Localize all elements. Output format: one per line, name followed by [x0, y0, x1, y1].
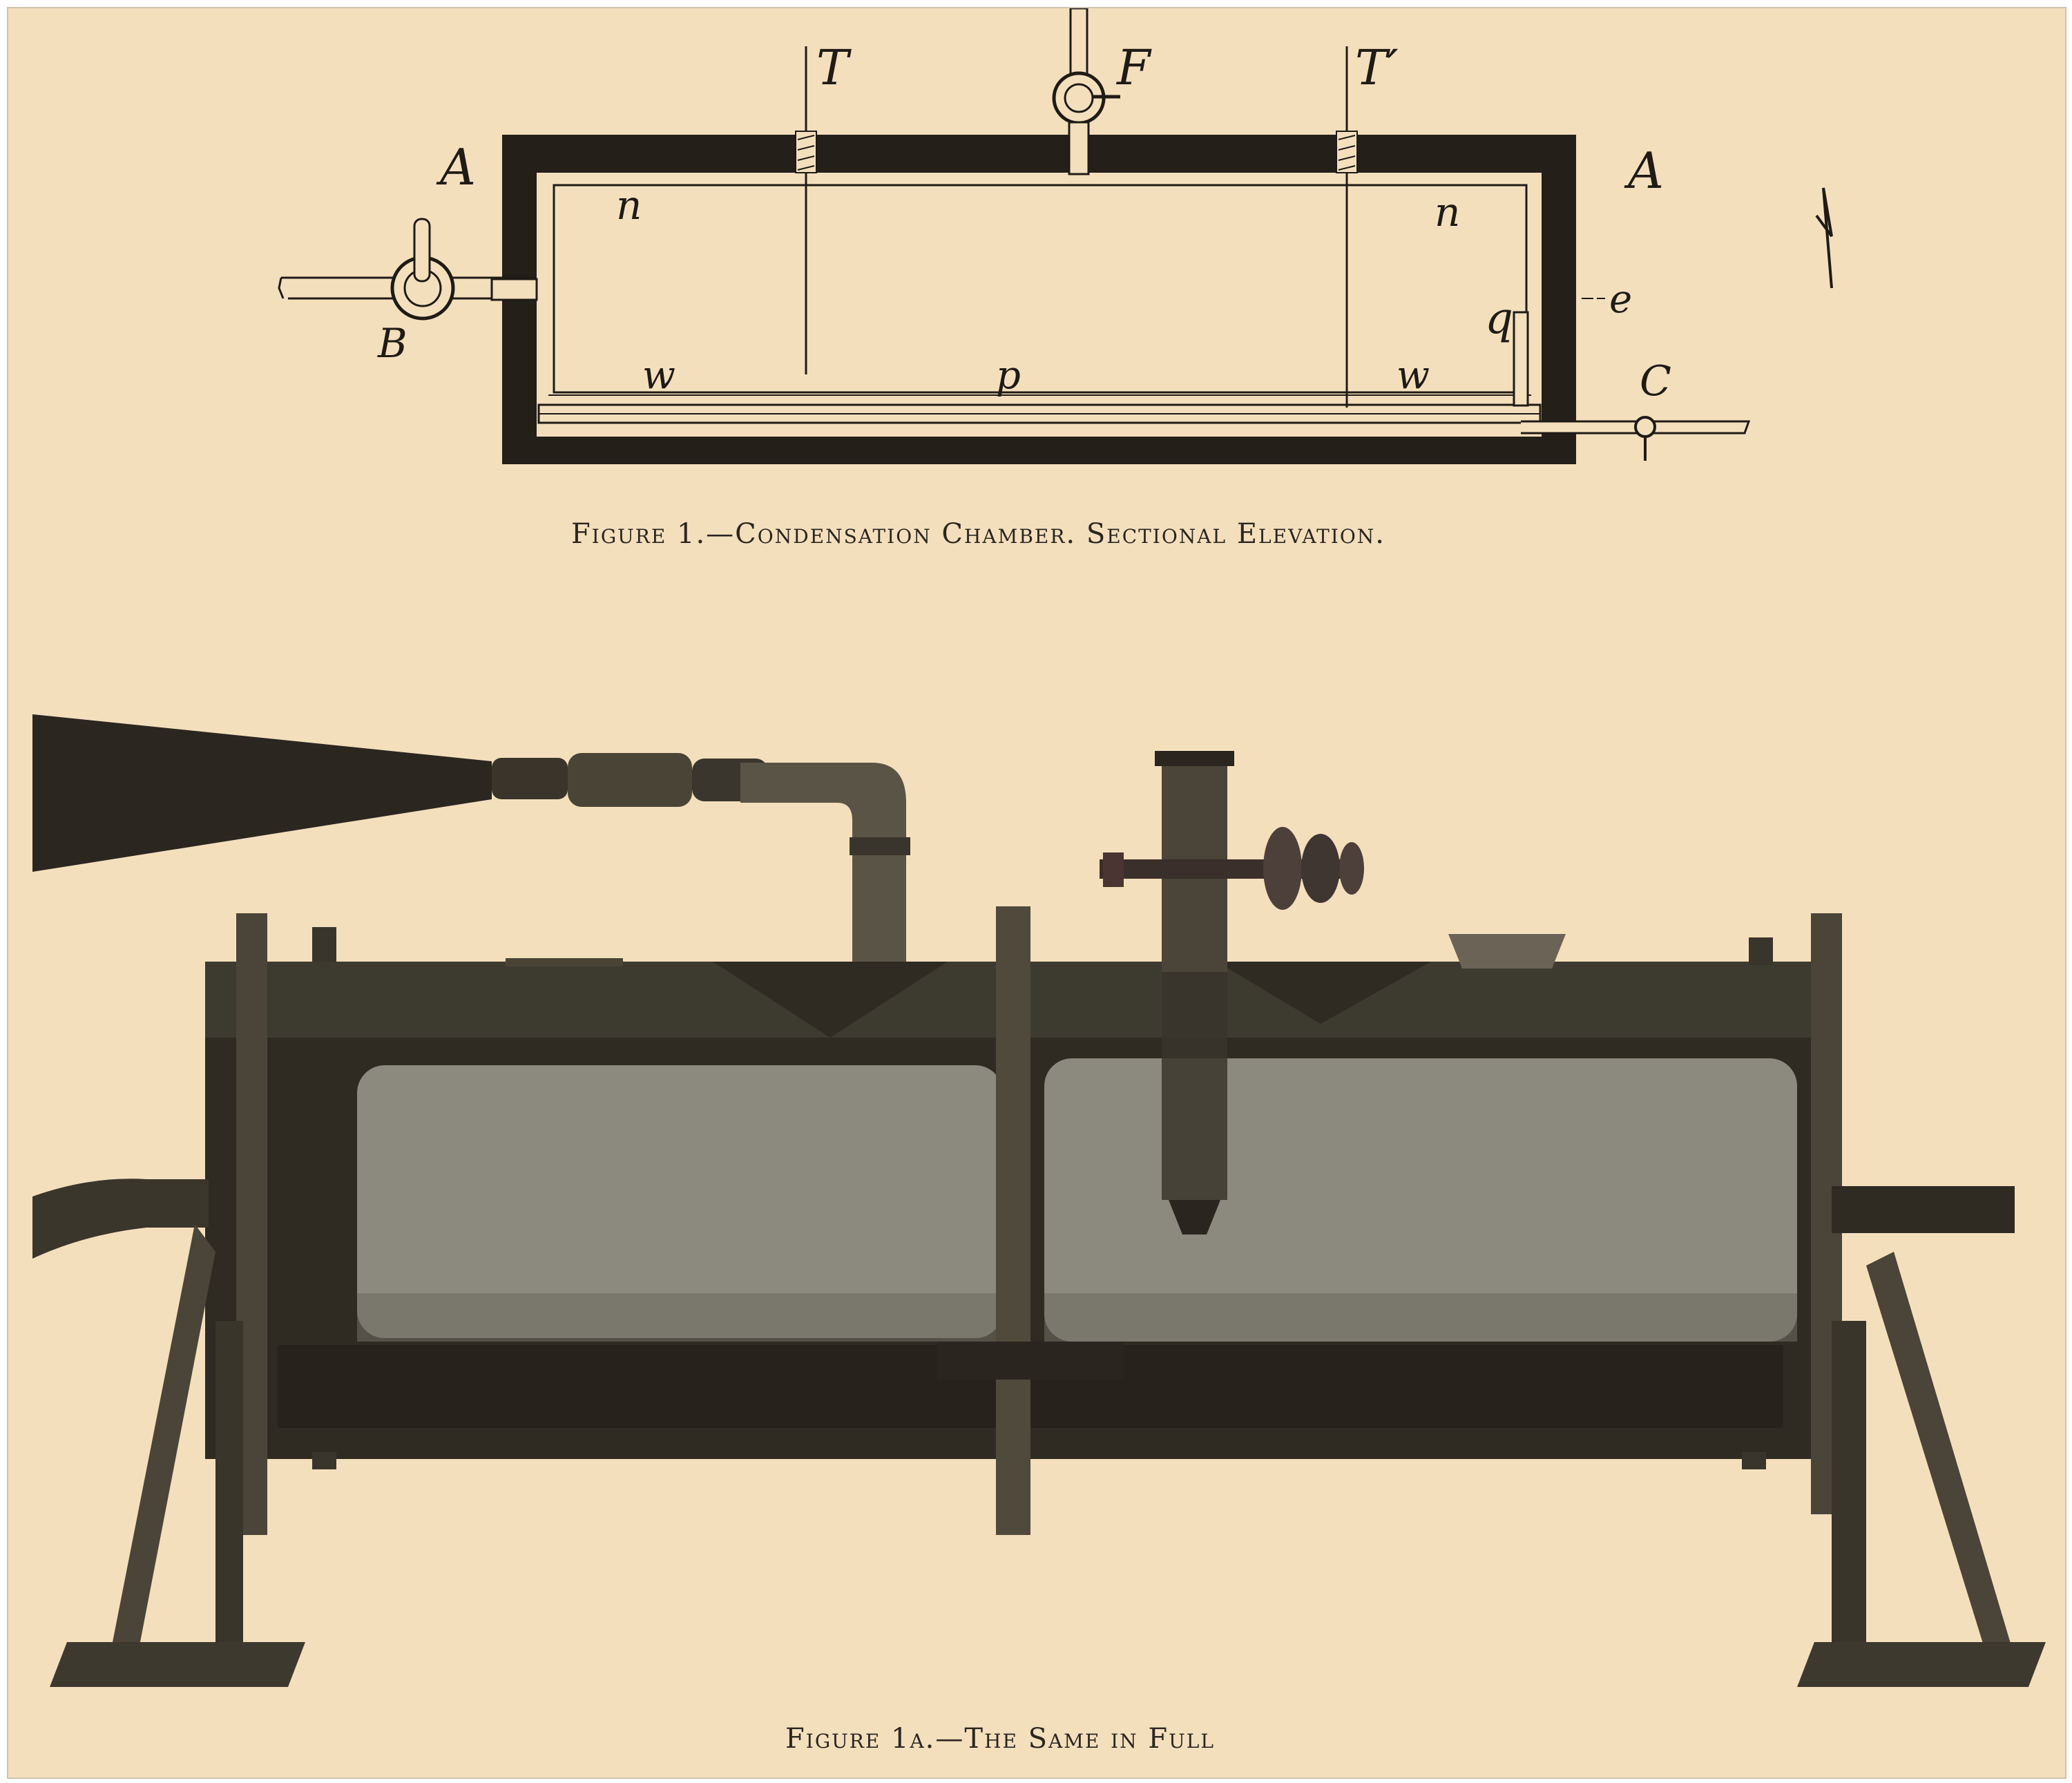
label-t-prime: T′: [1355, 39, 1399, 96]
figure-1a-apparatus: [32, 714, 2046, 1687]
label-a-left: A: [436, 138, 476, 196]
label-q: q: [1485, 293, 1513, 344]
label-b: B: [377, 320, 407, 367]
figure-1-sectional-elevation: [278, 8, 1833, 464]
tube-q: [1513, 311, 1529, 407]
label-n-right: n: [1435, 189, 1460, 236]
inner-lining: [547, 180, 1533, 409]
chamber-wall: [502, 135, 1576, 464]
glass-window-right: [1044, 1058, 1797, 1342]
figure-1-caption: Figure 1.—Condensation Chamber. Sectiona…: [571, 518, 1385, 550]
label-w-right: w: [1397, 353, 1430, 398]
label-e: e: [1609, 277, 1632, 322]
label-p: p: [996, 353, 1021, 398]
valve-f: [1052, 8, 1120, 175]
label-a-right: A: [1624, 142, 1664, 200]
label-t: T: [816, 39, 852, 96]
intake-hose: [32, 714, 492, 872]
figure-artwork: T F T′ A A n n B e q C w w p 1: [32, 8, 2046, 1687]
glass-window-left: [357, 1065, 1003, 1338]
valve-b-inlet: [278, 218, 538, 321]
right-stand: [1797, 1252, 2046, 1687]
figure-1a-caption: Figure 1a.—The Same in Full: [785, 1723, 1215, 1755]
left-outlet-hose: [32, 1179, 209, 1259]
margin-mark-stroke: [1815, 187, 1833, 289]
left-stand: [50, 1224, 305, 1687]
stopcock-c-outlet: [1521, 416, 1751, 461]
figure-1-labels: T F T′ A A n n B e q C w w p 1: [377, 39, 1671, 406]
valve-wheel: [1100, 827, 1364, 910]
funnel-cup: [1448, 934, 1566, 969]
page: T F T′ A A n n B e q C w w p 1 Figure 1.…: [7, 7, 2066, 1779]
label-w-left: w: [642, 353, 675, 398]
label-n-left: n: [616, 182, 642, 229]
label-c: C: [1640, 357, 1671, 406]
right-outlet-pipe: [1832, 1186, 2015, 1233]
label-f: F: [1115, 39, 1152, 96]
